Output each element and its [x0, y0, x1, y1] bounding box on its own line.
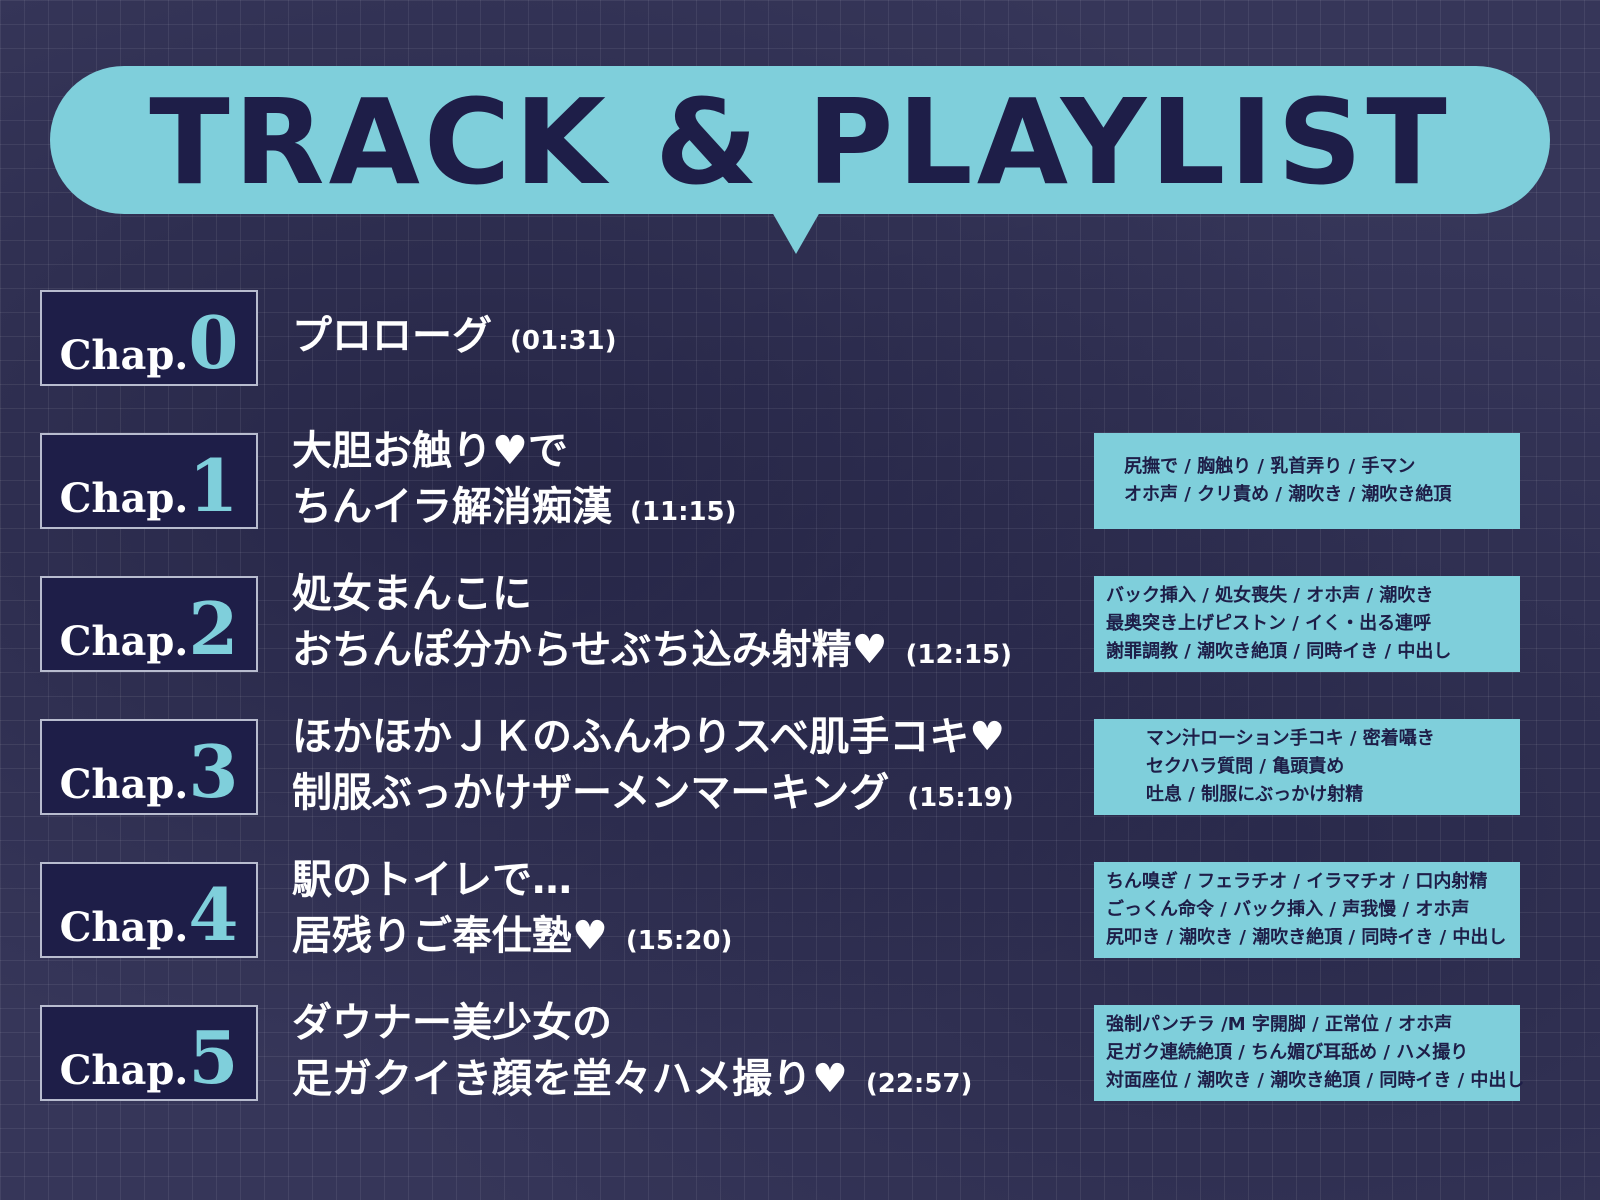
chapter-title-line: ダウナー美少女の [292, 999, 612, 1046]
chapter-title-line: ほかほかＪＫのふんわりスベ肌手コキ♥ [292, 713, 1006, 760]
tag-line: 足ガク連続絶頂 / ちん媚び耳舐め / ハメ撮り [1106, 1042, 1469, 1063]
chapter-title: 大胆お触り♥で ちんイラ解消痴漢 (11:15) [292, 428, 737, 530]
tag-line: 尻叩き / 潮吹き / 潮吹き絶頂 / 同時イき / 中出し [1106, 927, 1507, 948]
chapter-duration: (15:19) [907, 782, 1014, 813]
chapter-number: 5 [188, 1015, 239, 1100]
chapter-tags: バック挿入 / 処女喪失 / オホ声 / 潮吹き 最奥突き上げピストン / イく… [1094, 576, 1520, 672]
chapter-label: Chap. [59, 903, 189, 951]
chapter-duration: (12:15) [905, 639, 1012, 670]
chapter-1[interactable]: Chap. 1 大胆お触り♥で ちんイラ解消痴漢 (11:15) 尻撫で / 胸触… [0, 428, 1600, 533]
tag-line: ごっくん命令 / バック挿入 / 声我慢 / オホ声 [1106, 899, 1470, 920]
chapter-tags: 強制パンチラ /M 字開脚 / 正常位 / オホ声 足ガク連続絶頂 / ちん媚び… [1094, 1005, 1525, 1101]
chapter-number: 1 [188, 443, 239, 528]
chapter-duration: (01:31) [510, 325, 617, 356]
chapter-3[interactable]: Chap. 3 ほかほかＪＫのふんわりスベ肌手コキ♥ 制服ぶっかけザーメンマーキ… [0, 714, 1600, 819]
chapter-duration: (11:15) [630, 496, 737, 527]
chapter-title-line: 処女まんこに [292, 570, 532, 617]
chapter-label: Chap. [59, 331, 189, 379]
chapter-title-line: 足ガクイき顔を堂々ハメ撮り♥ [292, 1055, 848, 1102]
chapter-label: Chap. [59, 617, 189, 665]
tag-line: 謝罪調教 / 潮吹き絶頂 / 同時イき / 中出し [1106, 641, 1452, 662]
chapter-tags: ちん嗅ぎ / フェラチオ / イラマチオ / 口内射精 ごっくん命令 / バック… [1094, 862, 1520, 958]
header-bubble: TRACK & PLAYLIST [50, 66, 1550, 214]
chapter-number: 2 [188, 586, 239, 671]
tag-line: ちん嗅ぎ / フェラチオ / イラマチオ / 口内射精 [1106, 871, 1488, 892]
chapter-tags: マン汁ローション手コキ / 密着囁き セクハラ質問 / 亀頭責め 吐息 / 制服… [1094, 719, 1520, 815]
chapter-number: 4 [188, 872, 239, 957]
chapter-label: Chap. [59, 474, 189, 522]
chapter-title-line: おちんぽ分からせぶち込み射精♥ [292, 626, 888, 673]
chapter-duration: (22:57) [865, 1068, 973, 1099]
chapter-title: 駅のトイレで… 居残りご奉仕塾♥ (15:20) [292, 857, 733, 959]
chapter-2[interactable]: Chap. 2 処女まんこに おちんぽ分からせぶち込み射精♥ (12:15) バッ… [0, 571, 1600, 676]
chapter-title: ほかほかＪＫのふんわりスベ肌手コキ♥ 制服ぶっかけザーメンマーキング (15:19… [292, 714, 1014, 816]
chapter-duration: (15:20) [625, 925, 733, 956]
bubble-tail [772, 212, 820, 254]
chapter-5[interactable]: Chap. 5 ダウナー美少女の 足ガクイき顔を堂々ハメ撮り♥ (22:57) 強… [0, 1000, 1600, 1105]
tag-line: マン汁ローション手コキ / 密着囁き [1146, 728, 1435, 749]
chapter-title: ダウナー美少女の 足ガクイき顔を堂々ハメ撮り♥ (22:57) [292, 1000, 973, 1102]
chapter-number: 0 [188, 300, 239, 385]
chapter-badge: Chap. 5 [40, 1005, 258, 1101]
chapter-badge: Chap. 0 [40, 290, 258, 386]
chapter-badge: Chap. 3 [40, 719, 258, 815]
tag-line: バック挿入 / 処女喪失 / オホ声 / 潮吹き [1106, 585, 1434, 606]
page-title: TRACK & PLAYLIST [149, 73, 1451, 211]
chapter-label: Chap. [59, 760, 189, 808]
tag-line: 尻撫で / 胸触り / 乳首弄り / 手マン [1124, 456, 1416, 477]
chapter-title-line: 大胆お触り♥で [292, 427, 568, 474]
tag-line: 最奥突き上げピストン / イく・出る連呼 [1106, 613, 1432, 634]
chapter-title: プロローグ (01:31) [292, 290, 617, 386]
chapter-badge: Chap. 4 [40, 862, 258, 958]
chapter-number: 3 [188, 729, 239, 814]
tag-line: 吐息 / 制服にぶっかけ射精 [1146, 784, 1364, 805]
tag-line: 対面座位 / 潮吹き / 潮吹き絶頂 / 同時イき / 中出し [1106, 1070, 1525, 1091]
chapter-title-line: 居残りご奉仕塾♥ [292, 912, 608, 959]
chapter-tags: 尻撫で / 胸触り / 乳首弄り / 手マン オホ声 / クリ責め / 潮吹き … [1094, 433, 1520, 529]
chapter-title-line: ちんイラ解消痴漢 [292, 483, 612, 530]
chapter-title-line: プロローグ [292, 312, 492, 359]
chapter-title-line: 制服ぶっかけザーメンマーキング [292, 769, 890, 816]
chapter-label: Chap. [59, 1046, 189, 1094]
chapter-badge: Chap. 2 [40, 576, 258, 672]
chapter-0[interactable]: Chap. 0 プロローグ (01:31) [0, 290, 1600, 390]
tag-line: 強制パンチラ /M 字開脚 / 正常位 / オホ声 [1106, 1014, 1453, 1035]
chapter-title-line: 駅のトイレで… [292, 856, 572, 903]
tag-line: セクハラ質問 / 亀頭責め [1146, 756, 1345, 777]
chapter-badge: Chap. 1 [40, 433, 258, 529]
tag-line: オホ声 / クリ責め / 潮吹き / 潮吹き絶頂 [1124, 484, 1452, 505]
chapter-title: 処女まんこに おちんぽ分からせぶち込み射精♥ (12:15) [292, 571, 1012, 673]
chapter-4[interactable]: Chap. 4 駅のトイレで… 居残りご奉仕塾♥ (15:20) ちん嗅ぎ / フ… [0, 857, 1600, 962]
